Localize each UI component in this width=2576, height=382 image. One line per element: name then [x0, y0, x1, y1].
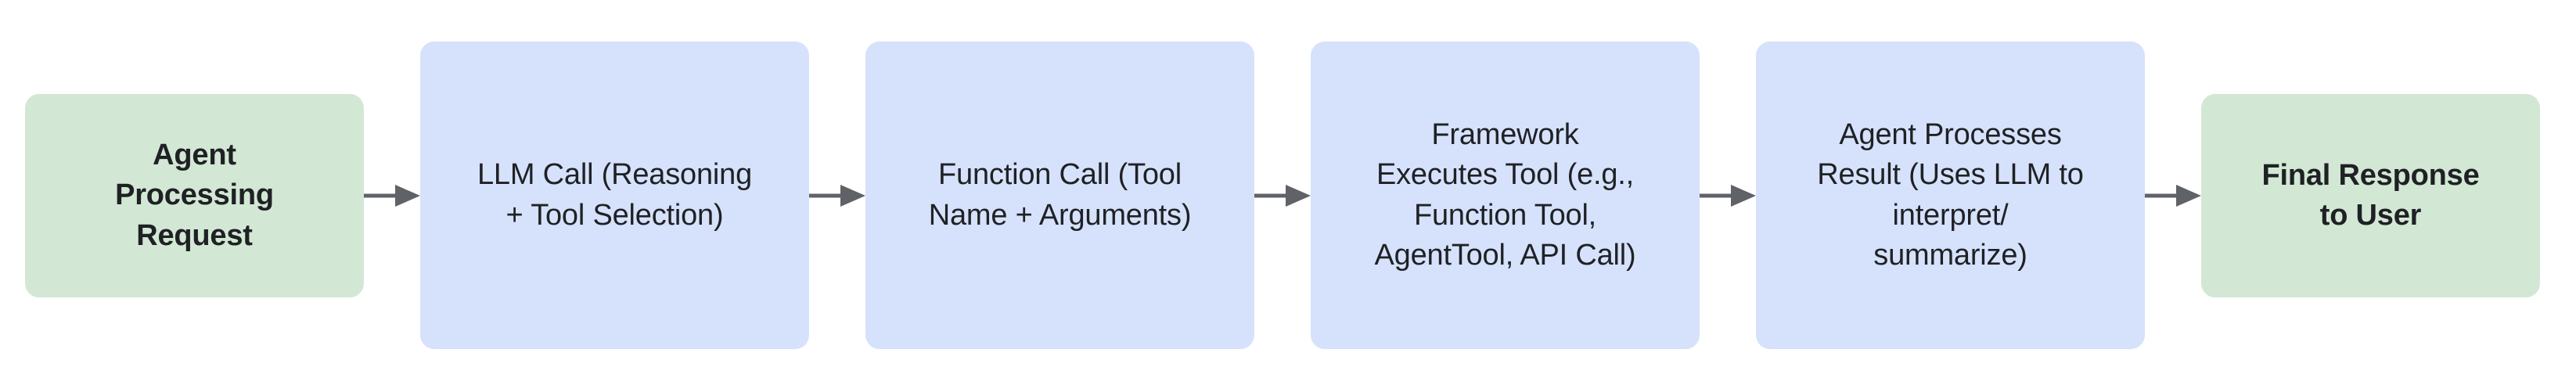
flow-node-agent-processing-request[interactable]: Agent Processing Request [25, 94, 364, 297]
flow-node-label: Function Call (Tool Name + Arguments) [928, 158, 1192, 232]
flow-node-final-response-to-user[interactable]: Final Response to User [2201, 94, 2540, 297]
flow-edge-arrow-right-icon [1700, 182, 1756, 210]
flow-node-label: Final Response to User [2261, 158, 2480, 232]
flow-edge-arrow-right-icon [809, 182, 865, 210]
flow-node-label: LLM Call (Reasoning + Tool Selection) [477, 158, 753, 232]
flow-edge-arrow-right-icon [2145, 182, 2201, 210]
flow-node-label: Agent Processing Request [115, 139, 274, 252]
flow-node-agent-processes-result[interactable]: Agent Processes Result (Uses LLM to inte… [1756, 41, 2145, 349]
flow-edge-arrow-right-icon [1254, 182, 1311, 210]
flow-node-llm-call[interactable]: LLM Call (Reasoning + Tool Selection) [420, 41, 809, 349]
flow-edge-arrow-right-icon [364, 182, 420, 210]
flow-node-label: Agent Processes Result (Uses LLM to inte… [1817, 117, 2084, 272]
flow-node-function-call[interactable]: Function Call (Tool Name + Arguments) [865, 41, 1254, 349]
flow-node-label: Framework Executes Tool (e.g., Function … [1374, 117, 1636, 272]
flow-node-framework-executes-tool[interactable]: Framework Executes Tool (e.g., Function … [1311, 41, 1700, 349]
